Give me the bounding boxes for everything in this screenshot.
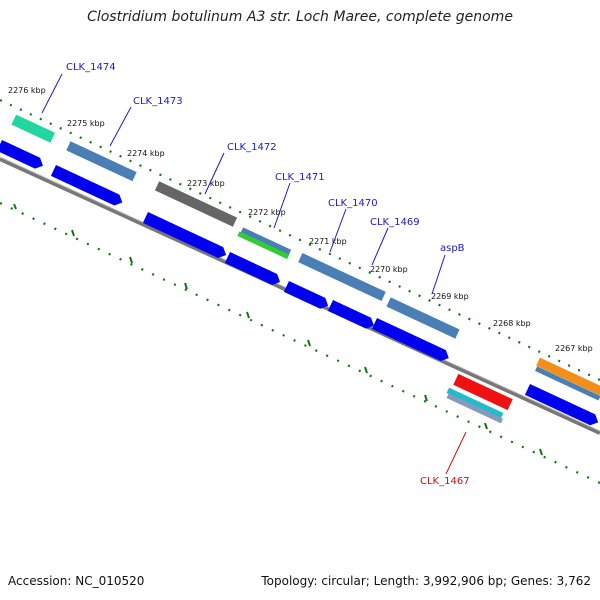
tick-label: 2270 kbp xyxy=(370,265,408,274)
feature-clk1474 xyxy=(11,114,56,143)
gene-label-clk1473[interactable]: CLK_1473 xyxy=(133,96,183,107)
outer-tick-track xyxy=(0,99,600,381)
cds-arrow xyxy=(327,300,374,329)
cds-arrow xyxy=(0,140,43,169)
feature-clk1467-grey xyxy=(446,393,504,424)
gene-label-clk1467[interactable]: CLK_1467 xyxy=(420,476,470,487)
cds-arrow xyxy=(224,252,281,285)
cds-arrow xyxy=(283,281,329,309)
genome-summary-text: Topology: circular; Length: 3,992,906 bp… xyxy=(261,574,591,588)
gene-label-clk1474[interactable]: CLK_1474 xyxy=(66,62,116,73)
feature-right-orange xyxy=(536,357,600,396)
inner-ticks xyxy=(13,203,543,456)
genome-title: Clostridium botulinum A3 str. Loch Maree… xyxy=(87,9,513,25)
inner-tick-track xyxy=(0,202,600,484)
tick-label: 2269 kbp xyxy=(431,292,469,301)
label-leaders xyxy=(41,73,467,475)
kbp-labels: 2276 kbp 2275 kbp 2274 kbp 2273 kbp 2272… xyxy=(8,86,593,353)
tick-label: 2275 kbp xyxy=(67,119,105,128)
cds-arrow xyxy=(524,384,599,426)
cds-arrow xyxy=(142,212,227,258)
cds-arrow xyxy=(371,318,449,361)
tick-label: 2274 kbp xyxy=(127,149,165,158)
accession-text: Accession: NC_010520 xyxy=(8,574,145,588)
feature-track-outer xyxy=(11,114,600,424)
feature-clk1472 xyxy=(154,181,238,227)
tick-label: 2268 kbp xyxy=(493,319,531,328)
tick-label: 2272 kbp xyxy=(248,208,286,217)
gene-label-clk1470[interactable]: CLK_1470 xyxy=(328,198,378,209)
gene-label-clk1469[interactable]: CLK_1469 xyxy=(370,217,420,228)
feature-right-blue xyxy=(535,366,600,401)
cds-arrow-track xyxy=(0,140,599,426)
tick-label: 2273 kbp xyxy=(187,179,225,188)
feature-clk1471-b xyxy=(237,231,290,260)
gene-labels: CLK_1474 CLK_1473 CLK_1472 CLK_1471 CLK_… xyxy=(66,62,470,487)
feature-clk1473 xyxy=(66,141,137,182)
gene-label-clk1472[interactable]: CLK_1472 xyxy=(227,142,277,153)
feature-clk1467-cyan xyxy=(446,387,504,419)
feature-clk1467-red xyxy=(453,373,513,411)
tick-label: 2271 kbp xyxy=(309,237,347,246)
tick-label: 2267 kbp xyxy=(555,344,593,353)
feature-clk1470 xyxy=(298,253,386,301)
gene-label-aspb[interactable]: aspB xyxy=(440,243,465,254)
gene-label-clk1471[interactable]: CLK_1471 xyxy=(275,172,325,183)
cds-arrow xyxy=(50,165,123,206)
feature-clk1469 xyxy=(386,297,460,339)
tick-label: 2276 kbp xyxy=(8,86,46,95)
